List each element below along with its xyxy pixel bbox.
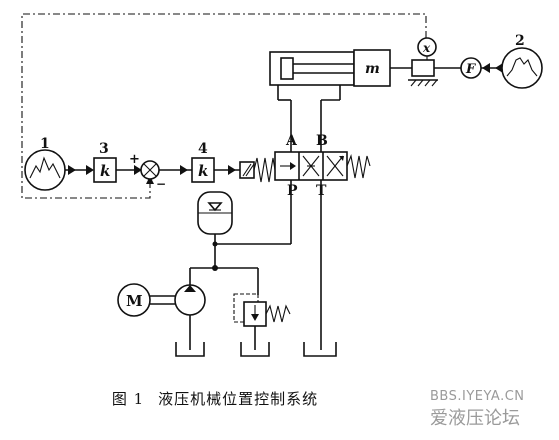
feedback-arrowhead [146, 176, 154, 184]
accumulator [197, 191, 233, 235]
label-source-1: 1 [40, 136, 50, 152]
svg-text:F: F [465, 62, 476, 77]
directional-valve [239, 151, 371, 183]
svg-text:M: M [126, 292, 143, 310]
displacement-sensor [408, 37, 438, 87]
hydraulic-position-control-diagram: 1 k 3 + − k 4 [21, 13, 543, 357]
figure-title: 液压机械位置控制系统 [158, 390, 319, 408]
feedback-loop-dashed [21, 13, 427, 199]
label-block-4: 4 [198, 141, 208, 157]
watermark-url: BBS.IYEYA.CN [430, 389, 525, 404]
svg-text:m: m [365, 61, 380, 77]
watermark: BBS.IYEYA.CN 爱液压论坛 [430, 386, 525, 430]
electric-motor [117, 283, 151, 317]
relief-valve [233, 293, 291, 327]
signal-source-1 [24, 149, 66, 191]
hydraulic-cylinder [269, 51, 372, 86]
figure-number: 图 1 [111, 390, 145, 408]
port-b-label: B [316, 133, 328, 149]
signal-source-2 [501, 47, 543, 89]
label-source-2: 2 [515, 33, 525, 49]
figure-caption: 图 1 液压机械位置控制系统 [0, 388, 430, 409]
port-p-label: P [287, 183, 298, 199]
svg-text:k: k [100, 162, 110, 180]
hydraulic-pump [174, 284, 206, 316]
label-block-3: 3 [99, 141, 109, 157]
plus-sign: + [129, 152, 140, 167]
watermark-site-name: 爱液压论坛 [430, 408, 520, 429]
tank-return [303, 342, 337, 357]
tank-relief [240, 342, 270, 357]
tank-pump [175, 342, 205, 357]
svg-text:k: k [198, 162, 208, 180]
svg-text:x: x [422, 41, 431, 55]
minus-sign: − [156, 177, 166, 191]
